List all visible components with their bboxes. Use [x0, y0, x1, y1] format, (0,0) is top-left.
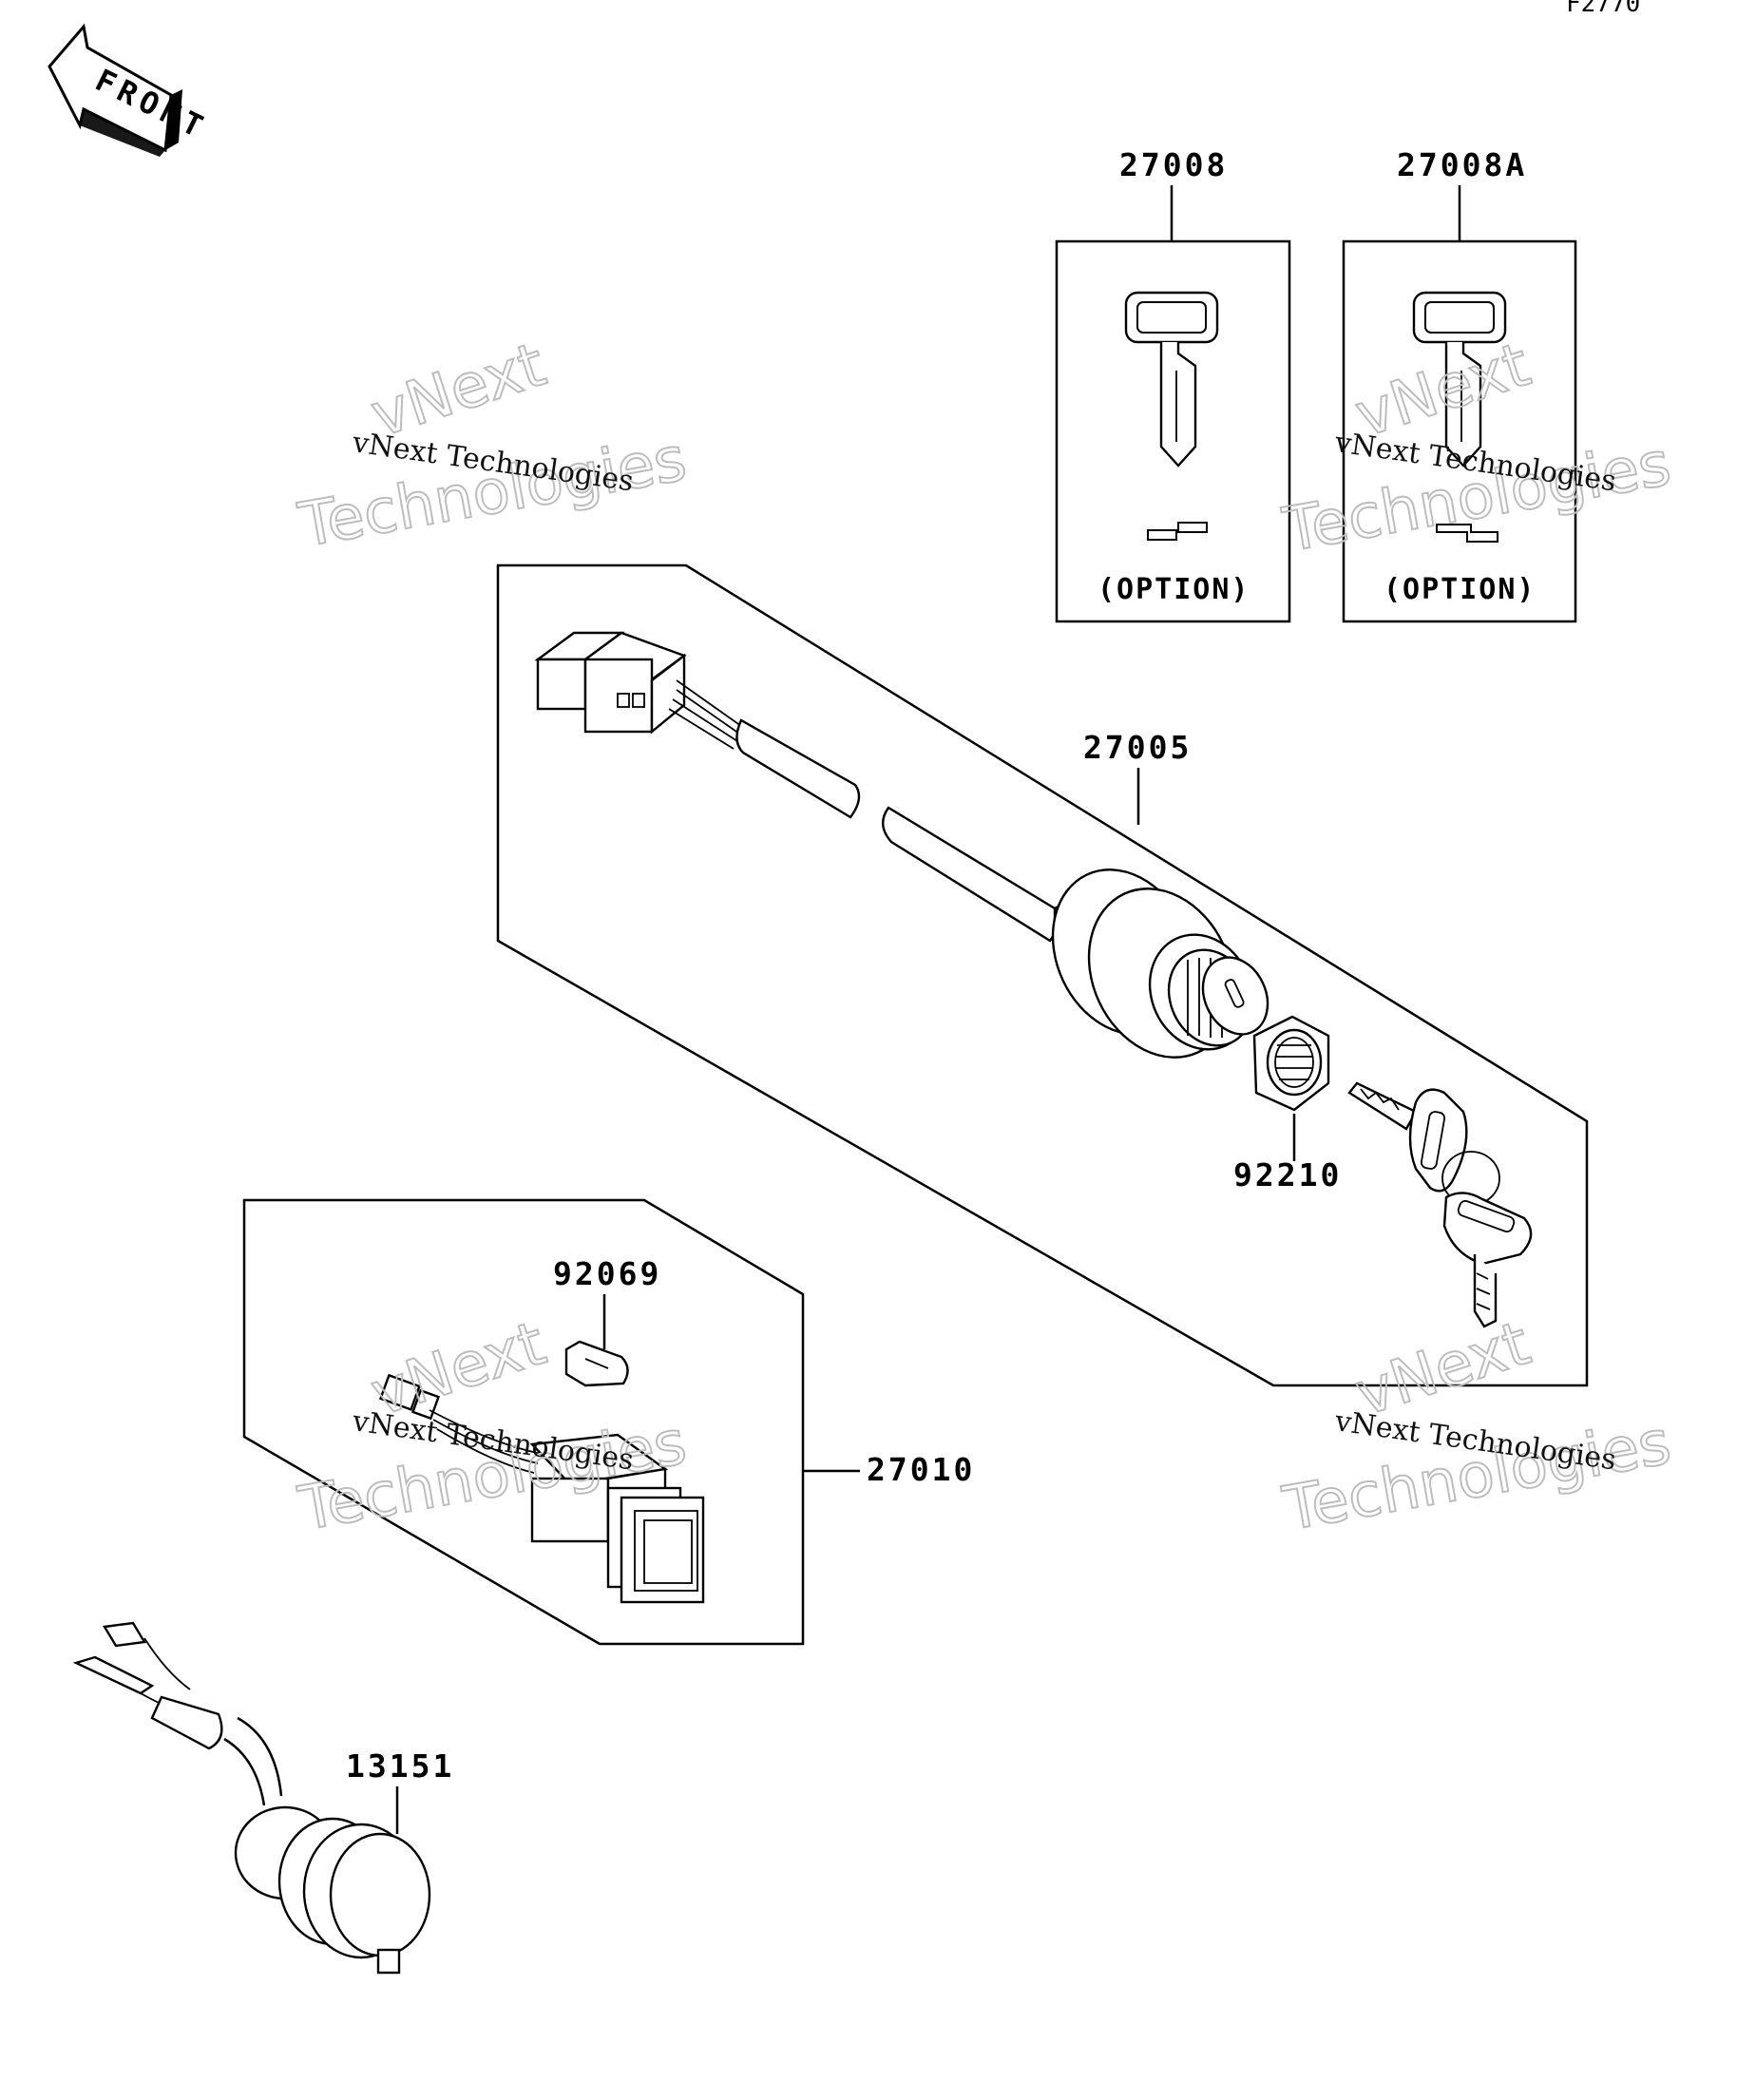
- option-label-27008: (OPTION): [1098, 573, 1250, 606]
- figure-code: F2770: [1566, 0, 1640, 18]
- option-box-27008A: 27008A (OPTION): [1342, 146, 1577, 623]
- part-label-27008A: 27008A: [1397, 146, 1527, 183]
- front-arrow-icon: FRONT: [48, 23, 214, 157]
- bulb-92069: [564, 1340, 629, 1387]
- switch-27010-body: [529, 1433, 705, 1604]
- watermark-4: vNext Technologies vNext Technologies: [1277, 1308, 1677, 1546]
- ignition-keys: [1347, 1081, 1533, 1328]
- part-label-27005: 27005: [1083, 729, 1192, 766]
- ignition-key-icon: [1412, 291, 1507, 468]
- part-label-27008: 27008: [1119, 146, 1228, 183]
- sensor-13151: 13151: [72, 1621, 454, 1975]
- nut-92210: [1252, 1015, 1330, 1112]
- key-cut-symbol-icon: [1436, 524, 1498, 543]
- ignition-switch-group: 27005: [496, 563, 1589, 1387]
- watermark-1: vNext Technologies vNext Technologies: [293, 329, 693, 563]
- watermark-2: vNext Technologies vNext Technologies: [1277, 329, 1677, 567]
- part-label-92210: 92210: [1233, 1156, 1342, 1193]
- option-box-27008: 27008 (OPTION): [1055, 146, 1291, 623]
- switch-27010-group: 92069 27010: [242, 1198, 975, 1646]
- switch-connector: [534, 631, 687, 735]
- part-label-27010: 27010: [867, 1451, 975, 1488]
- part-label-13151: 13151: [346, 1747, 454, 1785]
- key-cut-symbol-icon: [1147, 522, 1208, 541]
- ignition-key-icon: [1124, 291, 1219, 468]
- ignition-switch-body: [1051, 869, 1269, 1059]
- option-label-27008A: (OPTION): [1384, 573, 1537, 606]
- part-label-92069: 92069: [553, 1255, 661, 1292]
